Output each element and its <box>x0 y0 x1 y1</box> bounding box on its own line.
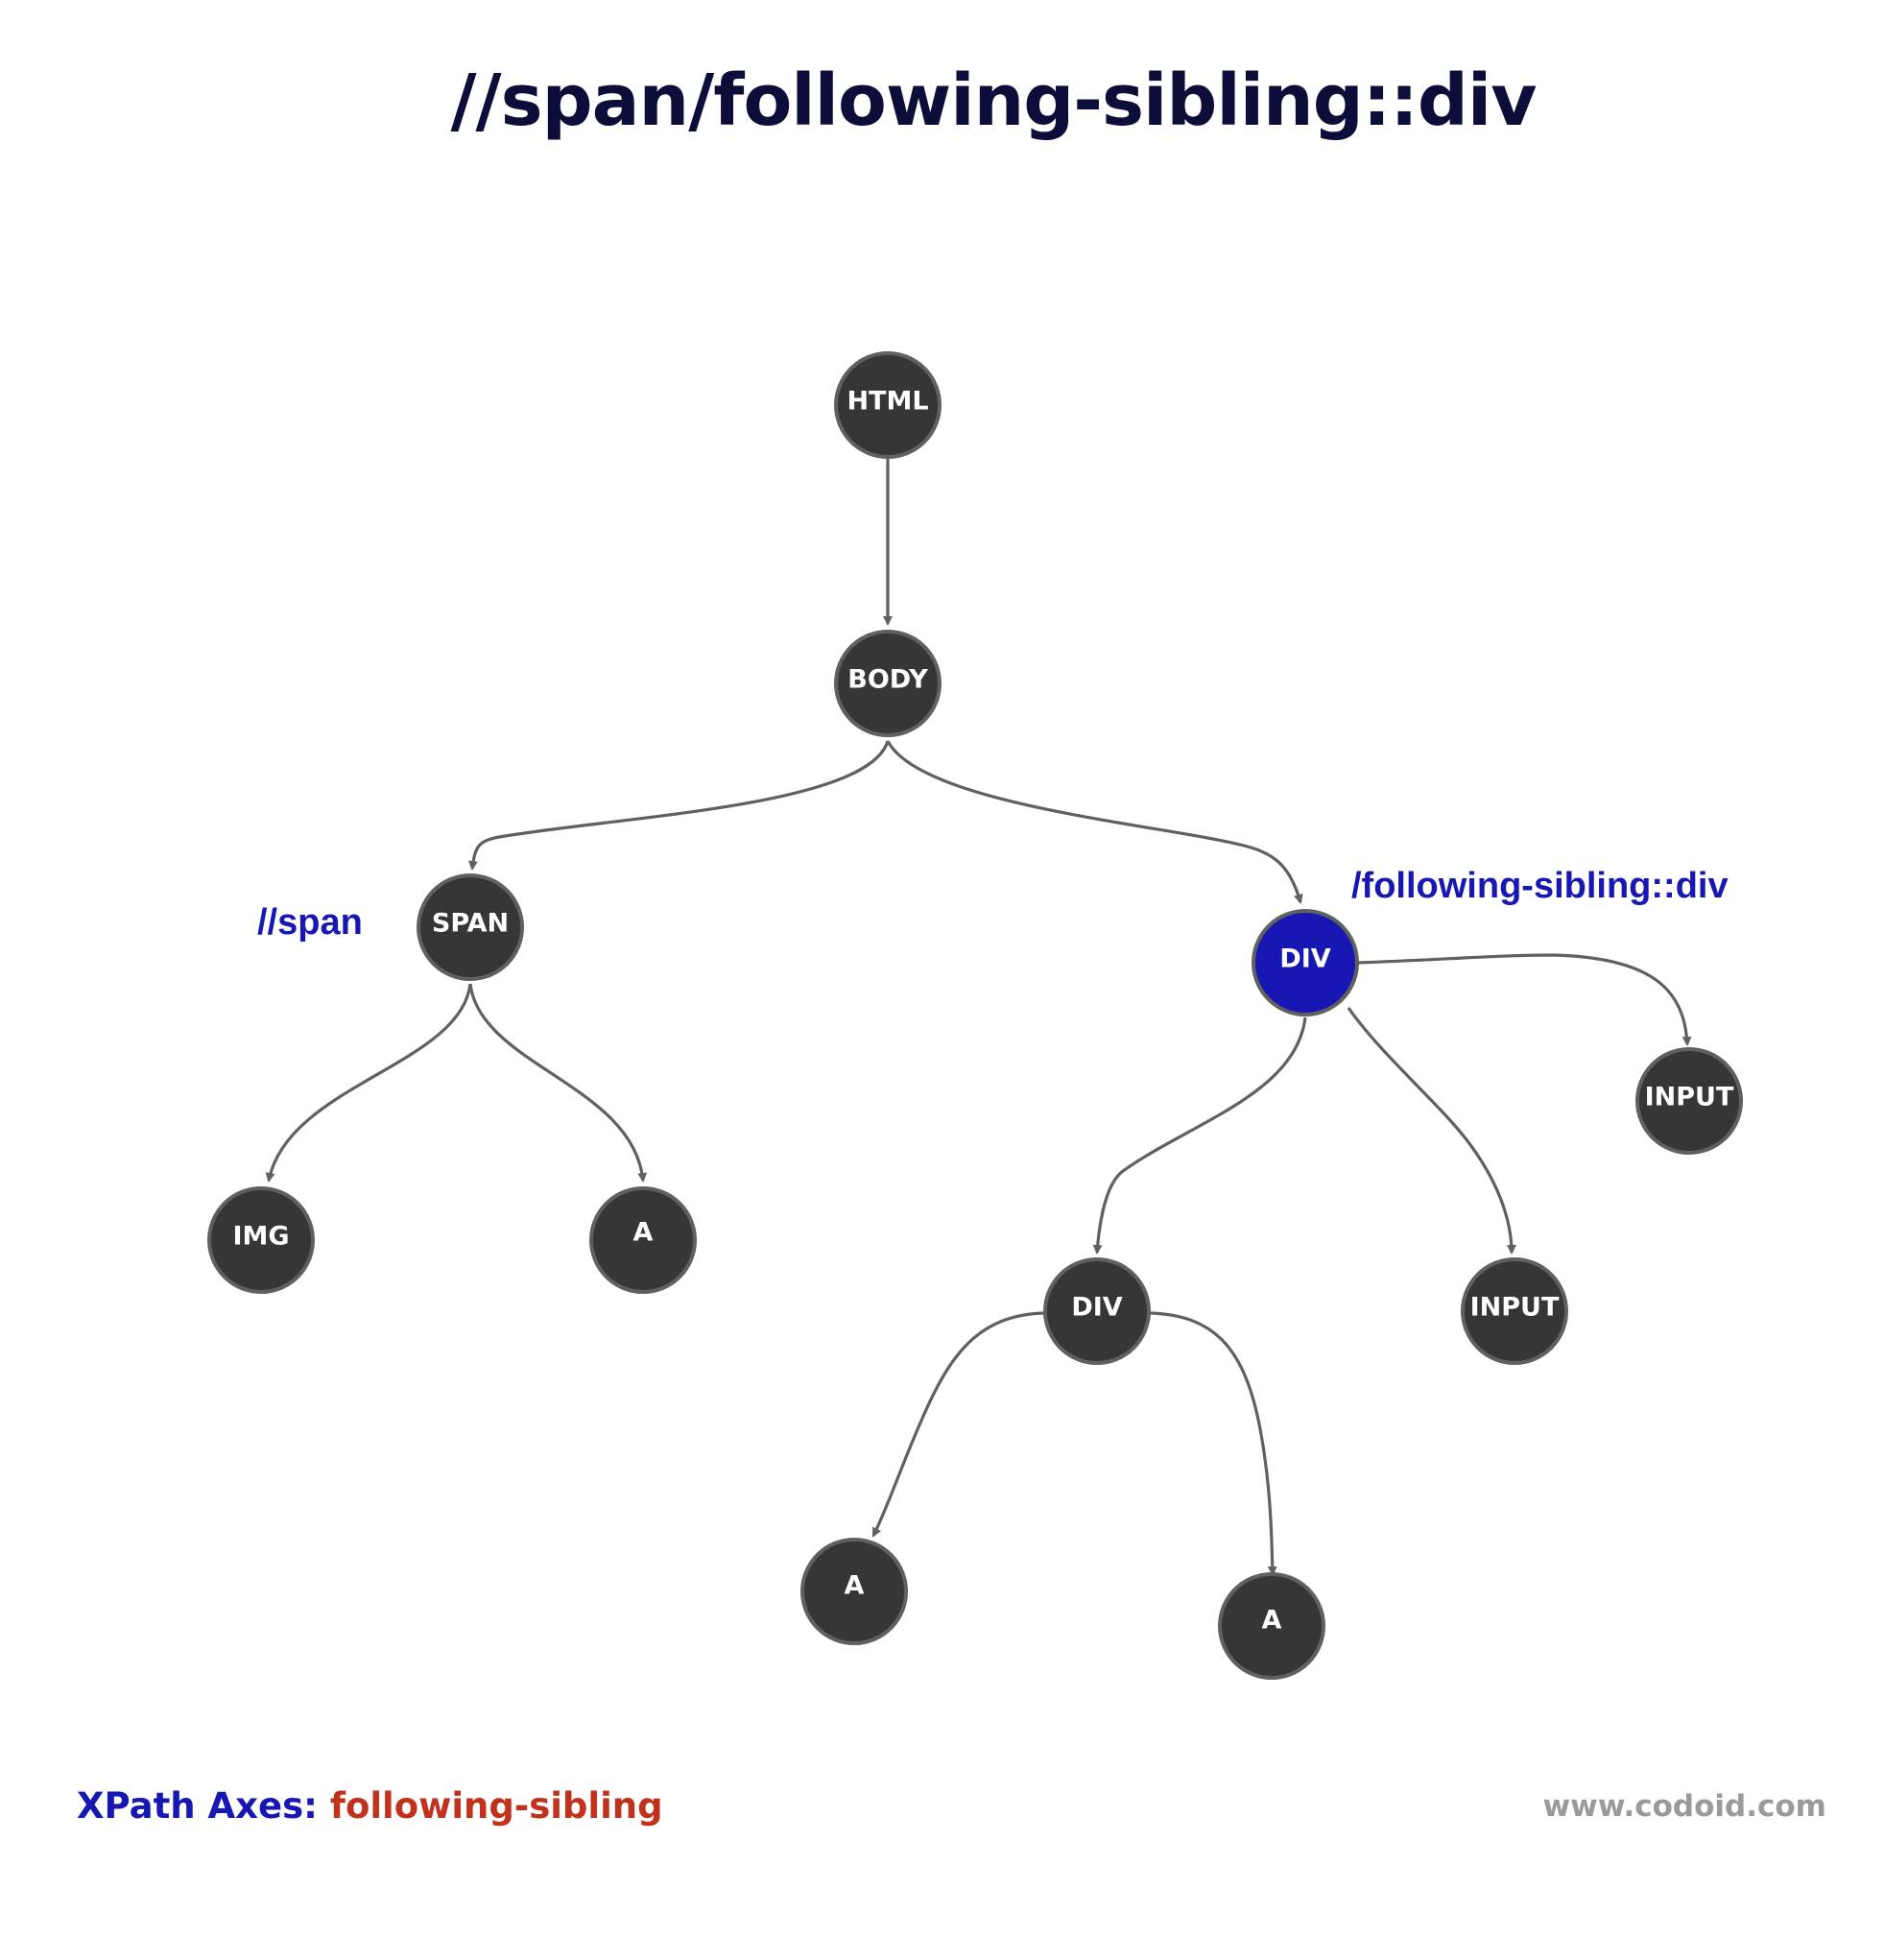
edge-div2-a2 <box>871 1311 1045 1538</box>
node-body-circle <box>834 630 942 737</box>
node-span-circle <box>417 873 524 981</box>
edge-div-div2 <box>1092 1016 1307 1255</box>
node-a1-label: A <box>633 1218 654 1248</box>
node-input1-label: INPUT <box>1645 1083 1734 1112</box>
node-input1-circle <box>1635 1047 1743 1155</box>
footer-axis-name: following-sibling <box>329 1785 663 1827</box>
edge-body-div <box>886 740 1303 904</box>
node-body-label: BODY <box>847 665 928 695</box>
node-html-circle <box>834 351 942 459</box>
footer-caption: XPath Axes: following-sibling <box>77 1785 663 1827</box>
node-span-label: SPAN <box>432 909 509 939</box>
node-div-label: DIV <box>1279 944 1330 974</box>
node-a1: A <box>589 1186 697 1294</box>
node-img-label: IMG <box>232 1222 289 1252</box>
edges <box>265 459 1692 1576</box>
node-html-label: HTML <box>847 387 928 417</box>
node-img: IMG <box>207 1186 315 1294</box>
edge-body-span <box>467 740 890 871</box>
node-input2-label: INPUT <box>1470 1293 1560 1323</box>
node-a3-circle <box>1218 1572 1325 1680</box>
node-div: DIV <box>1252 909 1359 1016</box>
node-div2: DIV <box>1043 1257 1151 1365</box>
footer-prefix: XPath Axes: <box>77 1785 318 1827</box>
edge-span-img <box>265 983 472 1183</box>
node-input2: INPUT <box>1461 1257 1568 1365</box>
node-input1: INPUT <box>1635 1047 1743 1155</box>
edge-div-input1 <box>1357 953 1692 1046</box>
node-a2-label: A <box>845 1571 865 1601</box>
context-annotation: //span <box>257 902 363 943</box>
node-input2-circle <box>1461 1257 1568 1365</box>
node-a2-circle <box>800 1538 908 1645</box>
node-div-circle <box>1252 909 1359 1016</box>
diagram-title: //span/following-sibling::div <box>450 60 1538 142</box>
edge-div2-a3 <box>1149 1311 1277 1576</box>
edge-span-a1 <box>468 983 648 1183</box>
node-body: BODY <box>834 630 942 737</box>
node-a3: A <box>1218 1572 1325 1680</box>
axis-step-annotation: /following-sibling::div <box>1351 866 1729 906</box>
node-div2-label: DIV <box>1071 1293 1122 1323</box>
node-a1-circle <box>589 1186 697 1294</box>
edge-div-input2 <box>1347 1007 1516 1255</box>
node-a3-label: A <box>1262 1606 1282 1636</box>
node-img-circle <box>207 1186 315 1294</box>
node-div2-circle <box>1043 1257 1151 1365</box>
node-a2: A <box>800 1538 908 1645</box>
node-span: SPAN <box>417 873 524 981</box>
site-watermark: www.codoid.com <box>1542 1789 1826 1824</box>
node-html: HTML <box>834 351 942 459</box>
